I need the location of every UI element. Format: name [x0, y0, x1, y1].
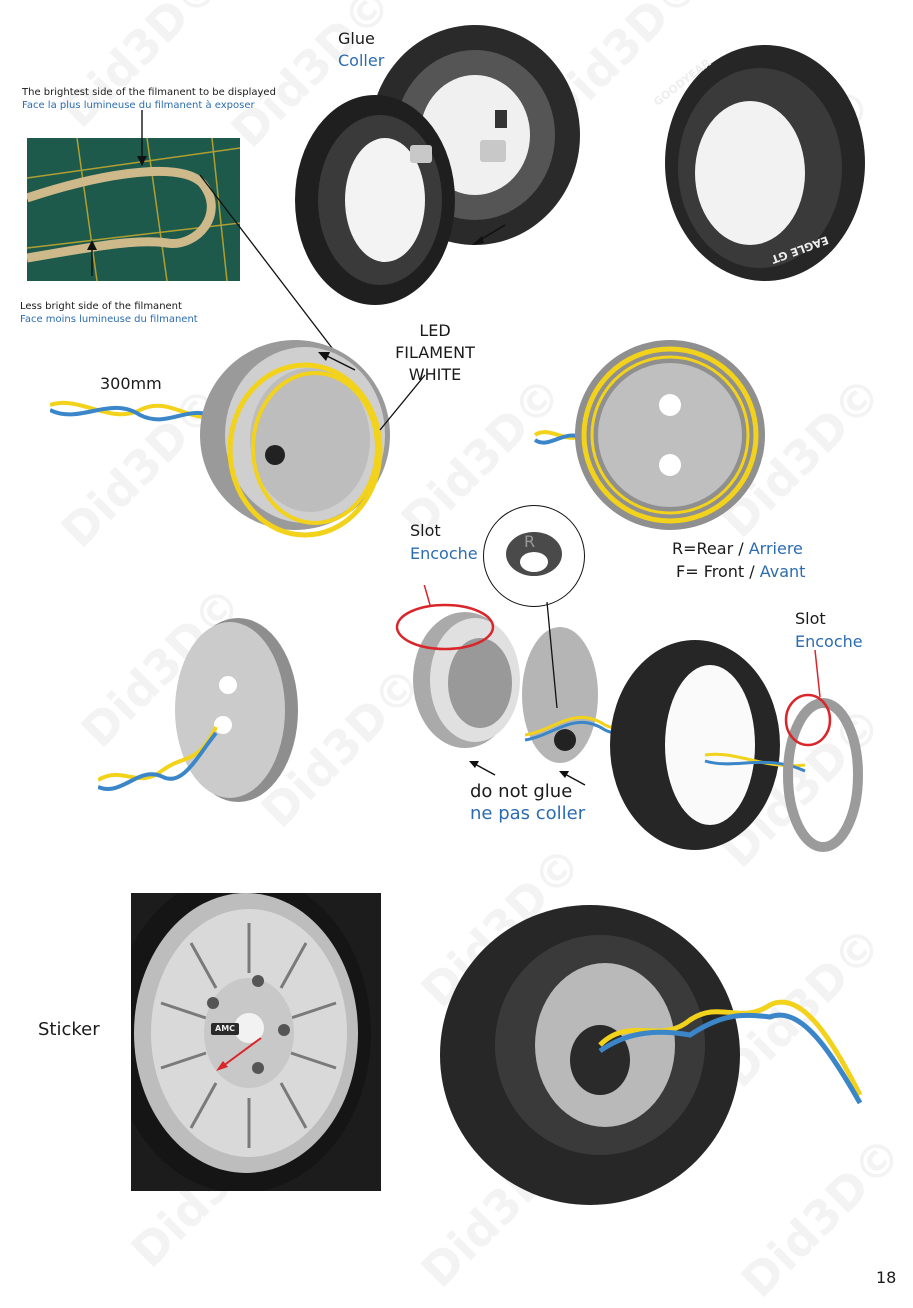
front-fr: Avant [759, 562, 806, 581]
photo-connector-line [199, 174, 346, 366]
led-filament-label: LED FILAMENT WHITE [385, 320, 485, 386]
filament-photo [27, 138, 240, 281]
rim-filament-panel [50, 330, 490, 545]
rim-disk-illustration [98, 618, 298, 802]
insert-ring-illustration [506, 532, 562, 576]
less-bright-side-en: Less bright side of the filmanent [20, 301, 182, 312]
insert-letter: R [524, 532, 536, 551]
rim-back-panel [530, 335, 770, 535]
assembled-tire-panel: GOODYEAR EAGLE GT [620, 28, 870, 288]
led-label-line3: WHITE [408, 365, 462, 384]
insert-pointer-line [546, 601, 558, 709]
wheel-closeup-photo: AMC [131, 893, 381, 1191]
brightest-side-fr: Face la plus lumineuse du filmanent à ex… [22, 100, 255, 111]
rear-label: R=Rear / Arriere [672, 538, 803, 560]
slot-left-fr: Encoche [410, 544, 478, 563]
slot-right-fr: Encoche [795, 632, 863, 651]
front-label: F= Front / Avant [676, 561, 805, 583]
coller-label: Coller [338, 51, 385, 70]
rear-prefix: R=Rear / [672, 539, 749, 558]
final-wheel-illustration [440, 905, 863, 1205]
led-label-line1: LED [419, 321, 451, 340]
assembled-tire-illustration [665, 45, 865, 281]
rim-filament-illustration [50, 340, 426, 538]
tire-halves-illustration [295, 25, 580, 305]
rim-back-illustration [533, 340, 765, 530]
rear-fr: Arriere [748, 539, 803, 558]
do-not-glue-en: do not glue [470, 781, 573, 802]
front-prefix: F= Front / [676, 562, 760, 581]
led-label-line2: FILAMENT [395, 343, 475, 362]
final-wheel-panel [440, 905, 870, 1205]
do-not-glue-fr: ne pas coller [470, 803, 586, 824]
wheel-exploded-illustration [395, 585, 863, 852]
insert-callout: R [483, 505, 585, 607]
less-bright-side-fr: Face moins lumineuse du filmanent [20, 314, 198, 325]
wheel-closeup-illustration [131, 893, 371, 1191]
slot-left-en: Slot [410, 521, 441, 540]
slot-right-en: Slot [795, 609, 826, 628]
brightest-side-en: The brightest side of the filmanent to b… [22, 87, 276, 98]
filament-pointer-arrows [87, 110, 147, 276]
page-number: 18 [876, 1268, 897, 1287]
filament-photo-illustration [27, 138, 240, 281]
rim-disk-panel [98, 615, 308, 830]
glue-label: Glue [338, 29, 375, 48]
wheel-exploded-panel [375, 585, 890, 895]
hub-logo-text: AMC [215, 1024, 236, 1033]
sticker-label: Sticker [38, 1019, 100, 1040]
wire-length-label: 300mm [100, 374, 162, 393]
tire-halves-panel [280, 15, 590, 320]
